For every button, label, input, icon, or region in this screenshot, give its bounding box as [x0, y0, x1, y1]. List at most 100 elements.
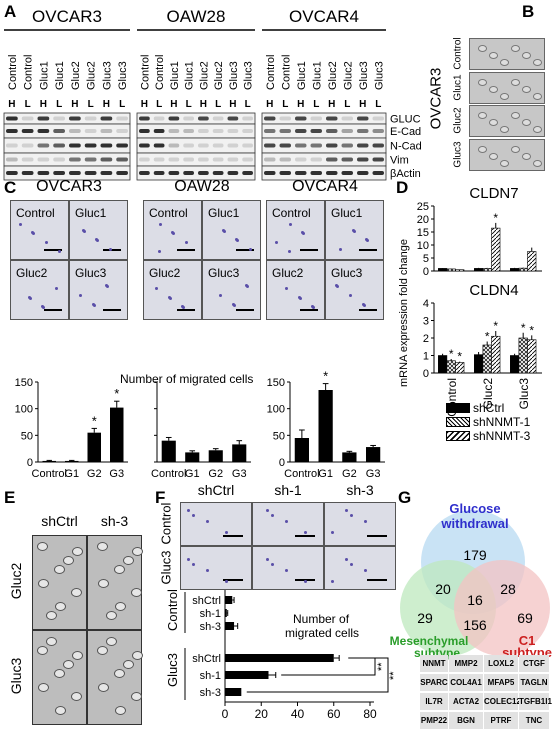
c-sig: *	[114, 386, 119, 401]
venn-label-glucose-2: withdrawal	[440, 516, 508, 531]
gene-name: PTRF	[484, 712, 518, 729]
migrated-cell-dot	[19, 223, 22, 226]
migrated-cell-dot	[364, 569, 367, 572]
migrated-cell-dot	[79, 294, 82, 297]
blot-hl-label: L	[215, 99, 221, 110]
gene-name: ACTA2	[449, 693, 483, 710]
panel-c-micrograph: Gluc2	[143, 260, 202, 320]
blot-hl-label: H	[141, 99, 148, 110]
c-sig: *	[323, 369, 328, 384]
d-bar	[491, 335, 501, 374]
migrated-cell-dot	[225, 580, 228, 583]
panel-b-cell-line-wrap: OVCAR3	[426, 40, 446, 170]
f-sig-bracket	[246, 657, 389, 693]
cell-blob	[72, 547, 83, 556]
panel-c-micrograph: Control	[266, 200, 325, 260]
blot-band	[6, 129, 18, 133]
blot-band	[279, 171, 291, 175]
venn-label-glucose-1: Glucose	[449, 501, 500, 516]
blot-band	[279, 157, 291, 162]
f-col-label: sh-1	[274, 482, 302, 498]
f-category-label: sh-3	[200, 687, 221, 699]
migrated-cell-dot	[82, 229, 85, 232]
migrated-cell-dot	[222, 229, 225, 232]
migrated-cell-dot	[301, 231, 304, 234]
blot-band	[153, 143, 165, 148]
cell-blob	[522, 85, 531, 93]
blot-lane-label: Gluc2	[342, 61, 354, 90]
d-sig: *	[493, 211, 498, 225]
c-xtick-label: G2	[87, 468, 102, 480]
blot-lane-label: Gluc1	[296, 61, 308, 90]
d-sig: *	[529, 323, 534, 337]
venn-label-mesenchymal-1: Mesenchymal	[390, 634, 469, 648]
blot-band	[326, 116, 338, 121]
migrated-cell-dot	[266, 558, 269, 561]
migrated-cell-dot	[331, 531, 334, 534]
gene-name: PMP22	[420, 712, 448, 729]
scale-bar	[223, 579, 243, 581]
blot-band	[264, 143, 276, 148]
blot-band	[6, 171, 18, 175]
blot-band	[183, 116, 194, 121]
cell-blob	[54, 565, 65, 574]
cell-blob	[478, 45, 487, 52]
f-micrograph	[324, 546, 396, 590]
blot-band	[212, 116, 224, 121]
blot-hl-label: L	[313, 99, 319, 110]
d-legend-label: shNNMT-3	[473, 429, 531, 443]
migrated-cell-dot	[345, 558, 348, 561]
blot-band	[69, 129, 81, 133]
blot-band	[242, 143, 253, 148]
gene-name: CTGF	[519, 655, 549, 672]
d-ytick-label: 0	[423, 368, 429, 380]
scale-bar	[359, 249, 377, 251]
d-legend-swatch	[446, 417, 470, 427]
venn-count-g_only: 179	[463, 547, 487, 563]
cell-blob	[37, 646, 48, 655]
scale-bar	[223, 535, 243, 537]
blot-lane-label: Control	[154, 55, 166, 90]
blot-band	[100, 157, 113, 162]
cell-blob	[106, 637, 117, 646]
gene-name: SPARC	[420, 674, 448, 691]
d-legend-label: shCtrl	[473, 401, 505, 415]
blot-band	[198, 143, 209, 148]
cell-blob	[533, 59, 542, 66]
migrated-cell-dot	[285, 569, 288, 572]
cell-blob	[489, 152, 498, 160]
cell-blob	[533, 126, 542, 133]
blot-band	[372, 171, 384, 175]
cell-blob	[511, 78, 520, 86]
blot-lane-label: Control	[7, 55, 19, 90]
d-ytick-label: 25	[417, 201, 429, 213]
c-bar	[42, 460, 56, 462]
panel-c-group-title: OVCAR3	[36, 178, 102, 195]
migrated-cell-dot	[187, 509, 190, 512]
blot-band	[139, 157, 150, 162]
panel-b-row-label: Gluc2	[452, 107, 464, 134]
d-bar	[510, 355, 520, 374]
panel-label-a: A	[4, 2, 17, 21]
cell-blob	[522, 152, 531, 160]
migrated-cell-dot	[158, 250, 161, 253]
e-micrograph	[87, 630, 143, 725]
f-category-label: sh-3	[200, 621, 221, 633]
cell-blob	[46, 611, 57, 620]
gene-name: BGN	[449, 712, 483, 729]
blot-band	[153, 129, 165, 133]
migrated-cell-dot	[232, 303, 235, 306]
migrated-cell-dot	[155, 287, 158, 290]
panel-c-micrograph: Gluc1	[202, 200, 261, 260]
cell-blob	[37, 542, 48, 551]
f-xtick-label: 0	[222, 707, 229, 721]
blot-hl-label: H	[229, 99, 236, 110]
d-bar	[455, 362, 465, 374]
blot-band	[198, 171, 209, 175]
f-group-label: Gluc3	[165, 653, 180, 687]
scale-bar	[295, 535, 315, 537]
blot-hl-label: L	[186, 99, 192, 110]
